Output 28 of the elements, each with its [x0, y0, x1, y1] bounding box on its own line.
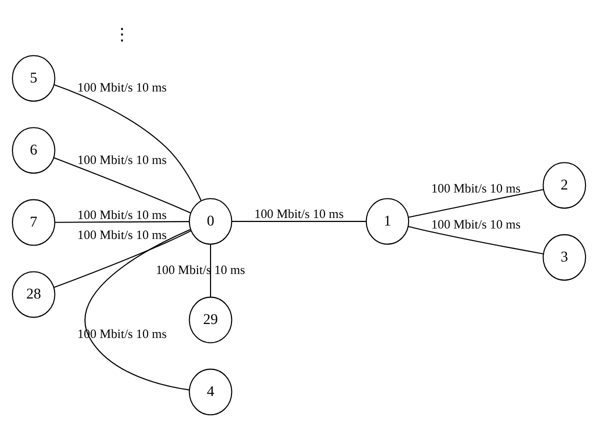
- node-circle: 0: [188, 198, 232, 245]
- edge-label: 100 Mbit/s 10 ms: [77, 208, 167, 222]
- edge-label: 100 Mbit/s 10 ms: [431, 181, 521, 196]
- connector: [84, 229, 191, 390]
- node-circle: 6: [12, 127, 56, 174]
- node-circle: 3: [542, 234, 586, 281]
- label: ⋮: [114, 25, 131, 44]
- edge-label: 100 Mbit/s 10 ms: [77, 152, 167, 167]
- connector: [210, 244, 212, 298]
- node-circle: 5: [12, 55, 56, 102]
- edge-label: 100 Mbit/s 10 ms: [254, 206, 344, 221]
- connector: [54, 230, 192, 288]
- edge-label: 100 Mbit/s 10 ms: [156, 262, 246, 277]
- node-circle: 1: [366, 198, 410, 245]
- edge-label: 100 Mbit/s 10 ms: [431, 217, 521, 232]
- connector: [232, 220, 366, 222]
- connector: [408, 226, 544, 254]
- node-circle: 7: [12, 199, 56, 246]
- node-circle: 29: [188, 296, 232, 344]
- node-circle: 28: [12, 271, 56, 318]
- connector: [55, 221, 190, 223]
- connector: [54, 84, 202, 201]
- edge-label: 100 Mbit/s 10 ms: [77, 228, 167, 242]
- node-circle: 4: [188, 368, 232, 416]
- connector: [408, 188, 544, 218]
- connector: [54, 157, 191, 214]
- edge-label: 100 Mbit/s 10 ms: [77, 80, 167, 95]
- node-circle: 2: [542, 162, 586, 209]
